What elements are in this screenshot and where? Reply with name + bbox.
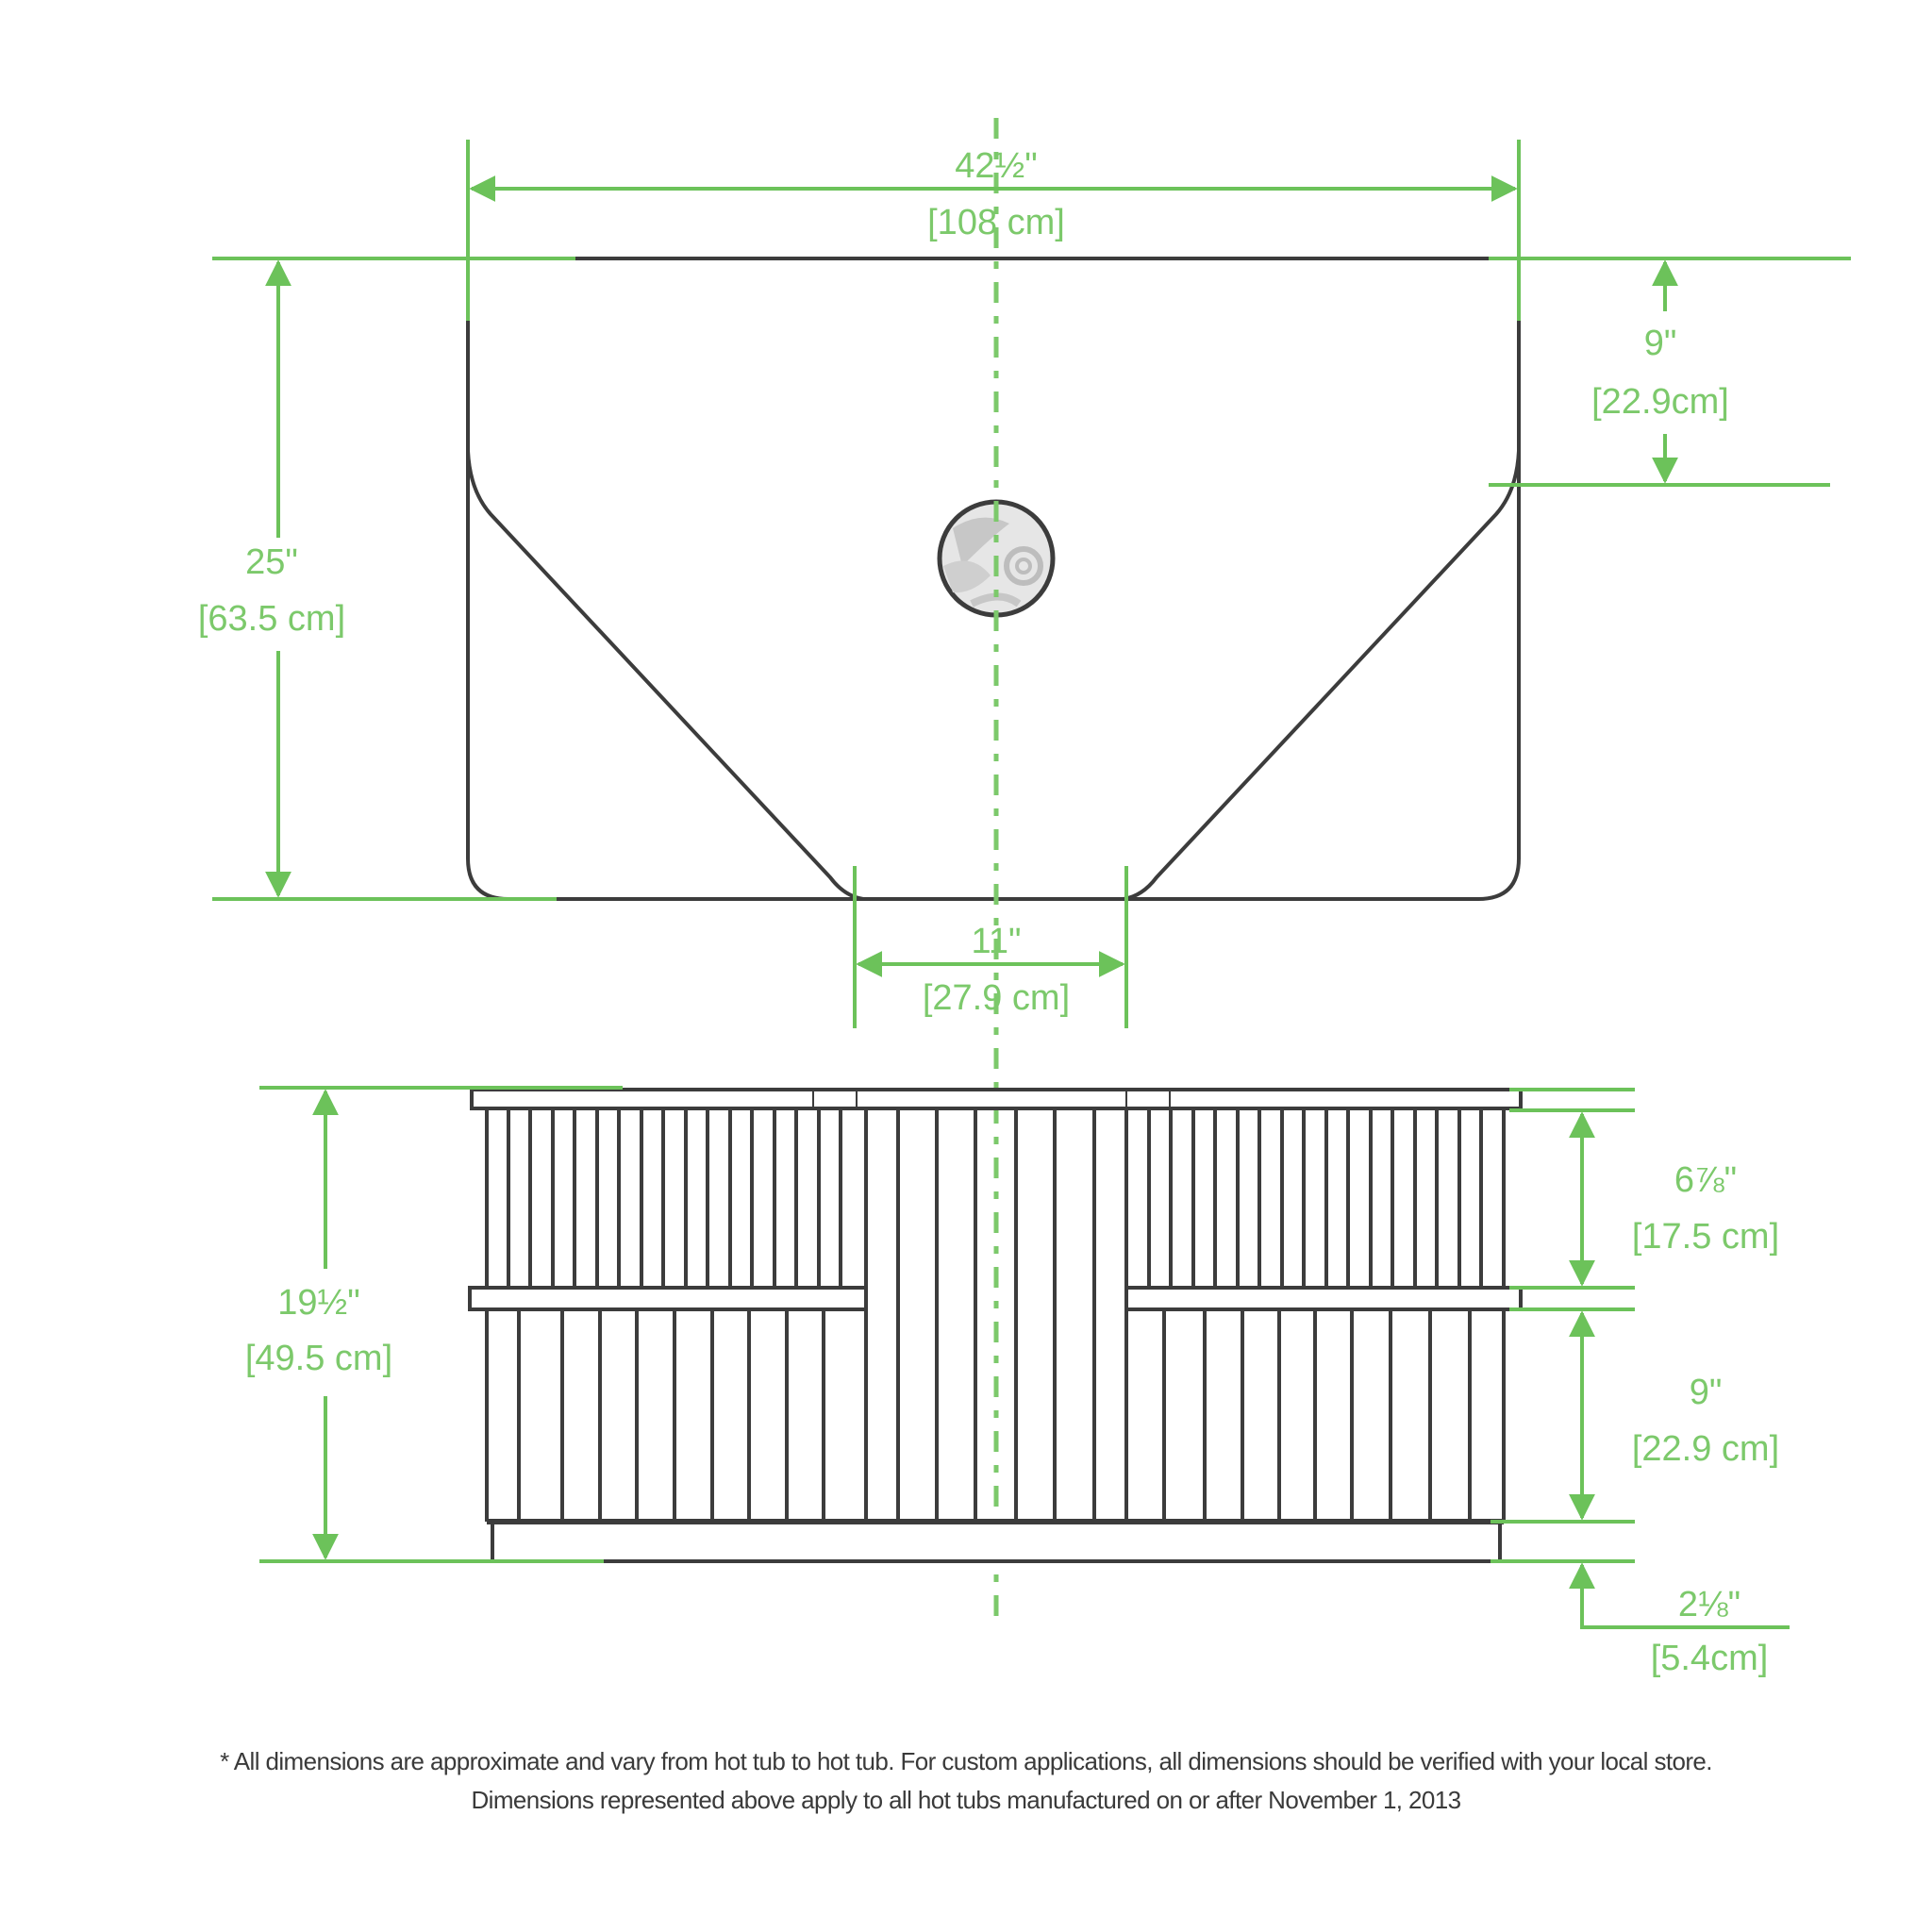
overall-height-metric: [49.5 cm] bbox=[245, 1339, 392, 1378]
straight-side-imperial: 9" bbox=[1644, 324, 1677, 363]
footnote-disclaimer: * All dimensions are approximate and var… bbox=[220, 1747, 1712, 1775]
upper-left-slats bbox=[507, 1108, 842, 1288]
dimension-overall-depth bbox=[212, 257, 575, 901]
front-flat-metric: [27.9 cm] bbox=[923, 978, 1070, 1018]
upper-right-slats bbox=[1147, 1108, 1483, 1288]
base-imperial: 2⅛" bbox=[1678, 1585, 1740, 1624]
side-view-outline bbox=[470, 1088, 1523, 1563]
footnote-manufacture-date: Dimensions represented above apply to al… bbox=[471, 1786, 1461, 1814]
lower-left-slats bbox=[517, 1309, 825, 1522]
overall-depth-metric: [63.5 cm] bbox=[198, 599, 345, 639]
dimension-overall-height bbox=[259, 1086, 623, 1563]
upper-panel-imperial: 6⅞" bbox=[1674, 1160, 1737, 1200]
top-view-outline bbox=[466, 257, 1521, 901]
lower-panel-metric: [22.9 cm] bbox=[1632, 1429, 1779, 1469]
overall-width-imperial: 42½" bbox=[955, 146, 1037, 186]
overall-depth-imperial: 25" bbox=[245, 542, 298, 582]
middle-rails bbox=[468, 1286, 1523, 1311]
dimension-base bbox=[1569, 1562, 1790, 1629]
top-view: 42½" [108 cm] 25" [63.5 cm] 9" [22.9cm] … bbox=[198, 118, 1851, 1623]
overall-height-imperial: 19½" bbox=[277, 1283, 359, 1323]
dimension-straight-side bbox=[1489, 257, 1851, 487]
lower-panel-imperial: 9" bbox=[1690, 1373, 1723, 1412]
base-metric: [5.4cm] bbox=[1651, 1639, 1769, 1678]
straight-side-metric: [22.9cm] bbox=[1591, 382, 1729, 422]
dimension-overall-width bbox=[466, 140, 1521, 321]
side-view: 19½" [49.5 cm] 6⅞" [17.5 cm] 9" [22.9 cm… bbox=[245, 1086, 1790, 1678]
front-flat-imperial: 11" bbox=[972, 922, 1022, 961]
lower-right-slats bbox=[1162, 1309, 1472, 1522]
upper-panel-metric: [17.5 cm] bbox=[1632, 1217, 1779, 1257]
dimension-side-right-extensions bbox=[1491, 1088, 1635, 1563]
dimension-front-flat bbox=[853, 866, 1128, 1028]
overall-width-metric: [108 cm] bbox=[927, 203, 1065, 242]
center-slats bbox=[864, 1108, 1128, 1522]
